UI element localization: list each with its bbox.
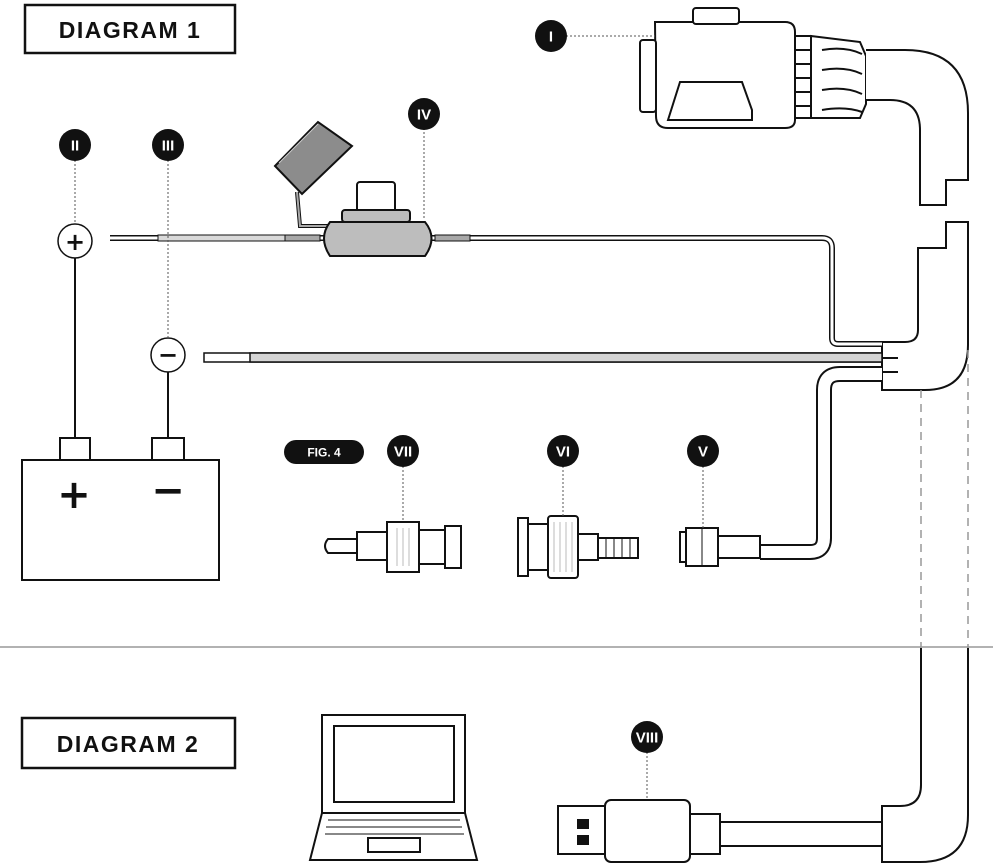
positive-terminal-symbol: + <box>65 228 85 256</box>
badge-i-label: I <box>549 29 553 46</box>
adapter-vii <box>324 521 462 573</box>
badge-ii: II <box>59 129 91 161</box>
battery-negative-symbol: − <box>151 468 185 514</box>
cable-continuation-dashed <box>920 350 969 648</box>
diagram-1-title-box: DIAGRAM 1 <box>23 3 237 55</box>
badge-v: V <box>687 435 719 467</box>
diagram-2-title-box: DIAGRAM 2 <box>20 716 237 770</box>
battery: + − <box>21 437 220 581</box>
coax-cable <box>760 366 882 560</box>
leader-lines <box>74 35 704 800</box>
badge-vi: VI <box>547 435 579 467</box>
cable-connector-v <box>679 527 761 567</box>
inline-fuse-holder-iv <box>273 120 433 257</box>
main-connector-i <box>639 7 969 206</box>
laptop <box>308 714 479 861</box>
badge-iv-label: IV <box>417 107 431 124</box>
positive-wire <box>110 234 882 347</box>
badge-viii: VIII <box>631 721 663 753</box>
badge-iii: III <box>152 129 184 161</box>
badge-vii: VII <box>387 435 419 467</box>
negative-terminal-iii: − <box>150 337 186 373</box>
negative-wire <box>203 352 883 363</box>
harness-junction <box>881 221 969 391</box>
badge-viii-label: VIII <box>636 730 659 747</box>
badge-i: I <box>535 20 567 52</box>
usb-cable-viii <box>557 648 969 863</box>
positive-terminal-ii: + <box>57 223 93 259</box>
fig-4-text: FIG. 4 <box>307 446 341 460</box>
negative-terminal-symbol: − <box>158 341 178 369</box>
badge-ii-label: II <box>71 138 79 155</box>
battery-positive-symbol: + <box>57 472 91 518</box>
fig-4-label: FIG. 4 <box>284 440 364 464</box>
badge-vii-label: VII <box>394 444 412 461</box>
diagram-2-title: DIAGRAM 2 <box>57 731 200 757</box>
diagram-1-title: DIAGRAM 1 <box>59 17 202 43</box>
badge-vi-label: VI <box>556 444 570 461</box>
badge-iii-label: III <box>162 138 175 155</box>
adapter-vi <box>517 515 639 579</box>
badge-iv: IV <box>408 98 440 130</box>
badge-v-label: V <box>698 444 708 461</box>
